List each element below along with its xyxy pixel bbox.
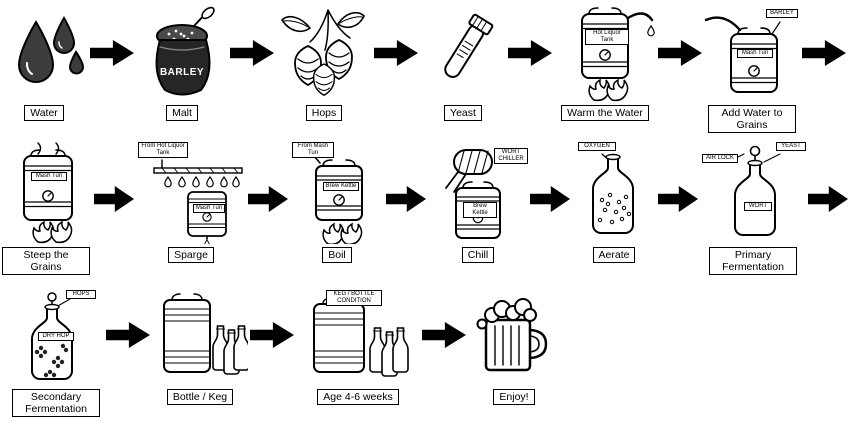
step-chill: WORT CHILLER Brew Kettle Chill [428,140,528,264]
step-bottle-keg: Bottle / Keg [152,288,248,406]
boil-art: From Mash Tun Brew Kettle [290,140,384,244]
process-row-3: HOPS DRY HOP Secondary Fermentation Bott… [0,288,850,424]
flow-arrow [508,40,552,66]
bottle-keg-art [152,288,248,386]
tag-from-mash-tun: From Mash Tun [292,142,334,158]
flow-arrow [250,322,294,348]
step-label-age: Age 4-6 weeks [317,389,399,406]
step-malt: BARLEY Malt [136,6,228,122]
step-label-aerate: Aerate [592,247,636,264]
step-label-sparge: Sparge [168,247,214,264]
carboy-dry-hop-icon [31,292,73,380]
flow-arrow [90,40,134,66]
step-label-steep: Steep the Grains [2,247,90,276]
mash-tun-heat-icon [23,142,73,244]
step-label-hops: Hops [305,105,343,122]
flow-arrow [530,186,570,212]
step-label-primary-fermentation: Primary Fermentation [709,247,797,276]
tag-wort: WORT [744,202,772,211]
step-label-secondary-fermentation: Secondary Fermentation [12,389,100,418]
mash-tun-fill-icon [704,16,781,93]
chill-art: WORT CHILLER Brew Kettle [428,140,528,244]
malt-bag-icon: BARLEY [155,6,215,96]
tag-barley: BARLEY [766,9,798,18]
yeast-art [420,6,506,102]
step-label-add-water: Add Water to Grains [708,105,796,134]
tag-dry-hop: DRY HOP [38,332,74,341]
aerate-art: OXYGEN [572,140,656,244]
tag-air-lock: AIR LOCK [702,154,738,163]
tag-brew-kettle: Brew Kettle [463,202,497,218]
flow-arrow [230,40,274,66]
process-row-2: Mash Tun Steep the Grains Fro [0,140,850,288]
add-water-art: BARLEY Mash Tun [704,6,800,102]
step-aerate: OXYGEN Aerate [572,140,656,264]
step-warm-water: Hot Liquor Tank Warm the Water [554,6,656,122]
steep-art: Mash Tun [0,140,92,244]
step-steep: Mash Tun Steep the Grains [0,140,92,276]
flow-arrow [658,186,698,212]
tag-keg-bottle-condition: KEG / BOTTLE CONDITION [326,290,382,306]
flow-arrow [422,322,466,348]
step-hops: Hops [276,6,372,122]
hot-liquor-tank-icon [581,7,655,102]
step-secondary-fermentation: HOPS DRY HOP Secondary Fermentation [8,288,104,418]
carboy-bubbles-icon [592,153,634,234]
step-yeast: Yeast [420,6,506,122]
hops-icon [280,9,365,96]
step-add-water: BARLEY Mash Tun Add Water to Grains [704,6,800,134]
step-label-chill: Chill [461,247,495,264]
step-sparge: From Hot Liquor Tank Mash Tun Sparge [136,140,246,264]
water-art [0,6,88,102]
tag-wort-chiller: WORT CHILLER [494,148,528,164]
flow-arrow [248,186,288,212]
enjoy-art [468,288,560,386]
yeast-vial-icon [444,13,494,78]
tag-mash-tun: Mash Tun [193,204,225,213]
flow-arrow [374,40,418,66]
step-label-boil: Boil [322,247,352,264]
step-label-enjoy: Enjoy! [493,389,535,406]
brew-kettle-heat-icon [313,155,363,244]
tag-yeast: YEAST [776,142,806,151]
flow-arrow [386,186,426,212]
age-art: KEG / BOTTLE CONDITION [296,288,420,386]
malt-bag-text: BARLEY [160,67,204,78]
step-age: KEG / BOTTLE CONDITION Age 4-6 weeks [296,288,420,406]
flow-arrow-continue [808,186,848,212]
tag-hops: HOPS [66,290,96,299]
tag-brew-kettle: Brew Kettle [323,182,359,191]
process-row-1: Water BARLEY Malt [0,0,850,140]
primary-fermentation-art: AIR LOCK YEAST WORT [700,140,806,244]
step-label-malt: Malt [166,105,198,122]
tag-from-hot-liquor-tank: From Hot Liquor Tank [138,142,188,158]
flow-arrow [658,40,702,66]
step-label-bottle-keg: Bottle / Keg [166,389,234,406]
beer-mug-icon [476,298,548,372]
hops-art [276,6,372,102]
step-boil: From Mash Tun Brew Kettle Boil [290,140,384,264]
step-label-warm-water: Warm the Water [561,105,649,122]
step-water: Water [0,6,88,122]
tag-mash-tun: Mash Tun [737,49,773,58]
tag-oxygen: OXYGEN [578,142,616,151]
sparge-art: From Hot Liquor Tank Mash Tun [136,140,246,244]
sparge-icon [153,159,243,244]
keg-bottles-icon [163,293,248,375]
step-enjoy: Enjoy! [468,288,560,406]
step-primary-fermentation: AIR LOCK YEAST WORT Primary Fermentation [700,140,806,276]
flow-arrow [106,322,150,348]
flow-arrow-continue [802,40,846,66]
tag-mash-tun: Mash Tun [31,172,67,181]
malt-art: BARLEY [136,6,228,102]
warm-water-art: Hot Liquor Tank [554,6,656,102]
flow-arrow [94,186,134,212]
secondary-fermentation-art: HOPS DRY HOP [8,288,104,386]
step-label-yeast: Yeast [444,105,482,122]
carboy-airlock-icon [731,145,781,236]
water-drops-icon [17,16,85,83]
tag-hot-liquor-tank: Hot Liquor Tank [585,29,629,45]
step-label-water: Water [24,105,64,122]
